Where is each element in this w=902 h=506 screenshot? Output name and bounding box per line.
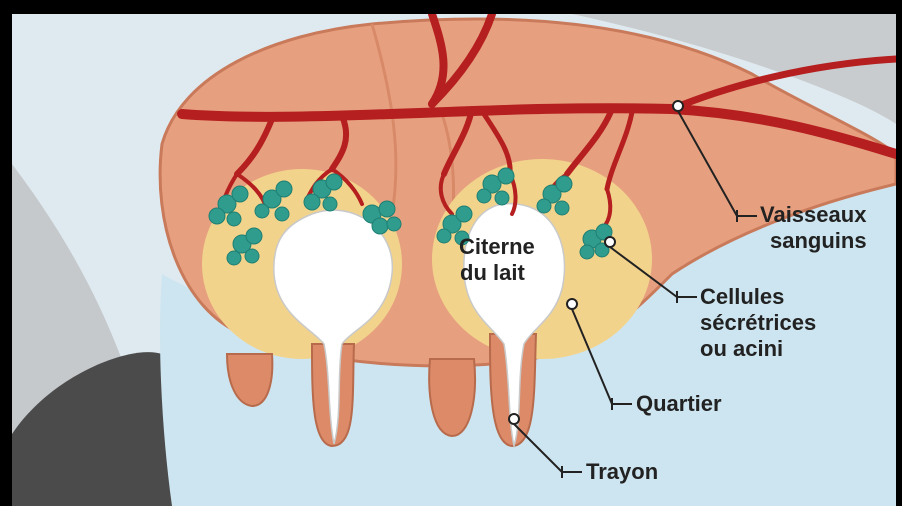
label-citerne-1: Citerne: [459, 234, 535, 259]
label-vaisseaux-2: sanguins: [770, 228, 867, 253]
diagram-canvas: Citerne du lait Vaisseaux sanguins Cellu…: [12, 14, 896, 506]
label-cellules-2: sécrétrices: [700, 310, 816, 335]
label-quartier: Quartier: [636, 391, 722, 416]
label-citerne-2: du lait: [460, 260, 525, 285]
label-trayon: Trayon: [586, 459, 658, 484]
label-cellules-1: Cellules: [700, 284, 784, 309]
udder-diagram: Citerne du lait Vaisseaux sanguins Cellu…: [12, 14, 896, 506]
label-vaisseaux-1: Vaisseaux: [760, 202, 867, 227]
label-cellules-3: ou acini: [700, 336, 783, 361]
